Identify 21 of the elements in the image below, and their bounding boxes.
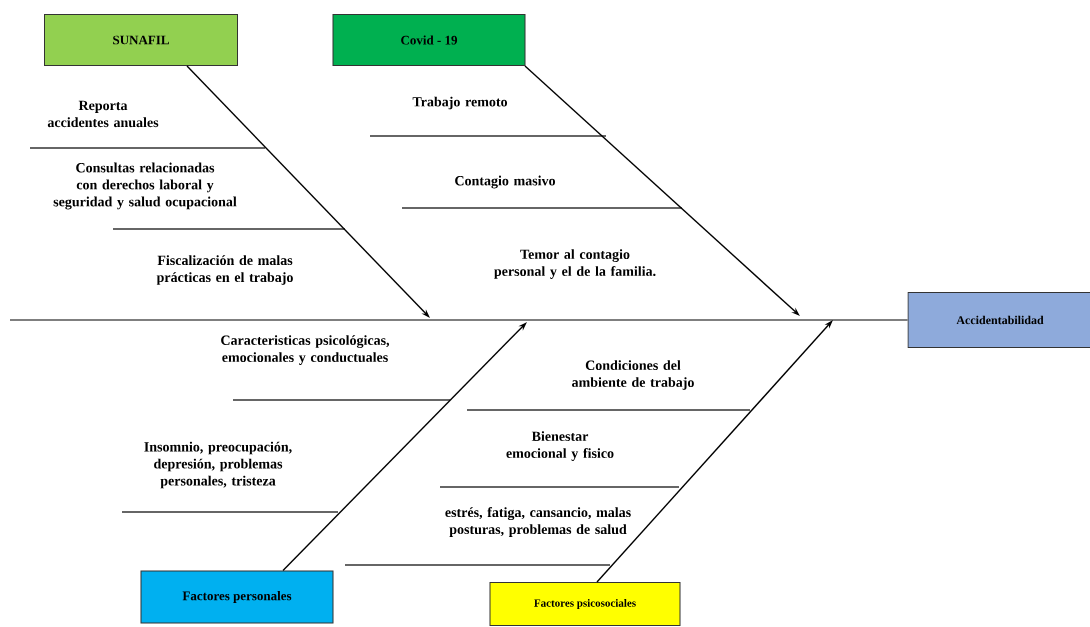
cause-text: Reporta accidentes anuales [47, 100, 159, 128]
category-box: Factores personales [140, 570, 334, 624]
cause-text: Temor al contagio personal y el de la familia. [494, 249, 656, 279]
category-box: SUNAFIL [44, 14, 238, 66]
cause-text: Caracteristicas psicológicas, emocionales y conductuales [221, 335, 390, 365]
category-box: Factores psicosociales [489, 582, 681, 626]
cause-text: Condiciones del ambiente de trabajo [572, 360, 694, 390]
spine-line [9, 319, 908, 321]
bone-arrow [186, 65, 430, 318]
bone-arrow [524, 65, 800, 316]
cause-text: Fiscalización de malas prácticas en el trabajo [156, 255, 293, 285]
category-box: Accidentabilidad [907, 292, 1090, 348]
cause-text: Contagio masivo [455, 175, 555, 189]
bone-arrow [282, 322, 527, 572]
bone-arrow [596, 320, 833, 583]
category-box: Covid - 19 [332, 14, 526, 66]
cause-text: estrés, fatiga, cansancio, malas posturas, problemas de salud [445, 507, 631, 537]
cause-text: Bienestar emocional y fisico [506, 431, 614, 461]
cause-text: Consultas relacionadas con derechos laboral y seguridad y salud ocupacional [53, 162, 237, 210]
cause-text: Trabajo remoto [412, 96, 508, 110]
cause-text: Insomnio, preocupación, depresión, problemas personales, tristeza [144, 441, 292, 489]
